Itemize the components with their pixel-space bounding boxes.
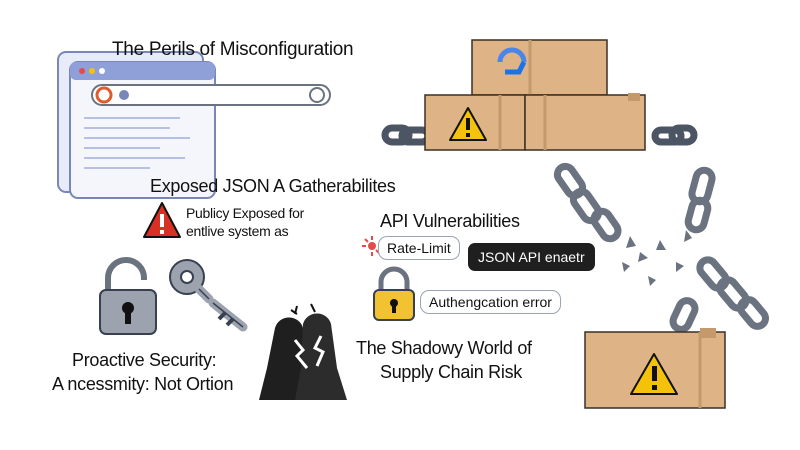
broken-key-icon (169, 259, 248, 332)
padlock-open-icon (99, 257, 157, 335)
warning-text-line1: Publicy Exposed for (186, 205, 305, 221)
exposed-json-heading: Exposed JSON A Gatherabilites (150, 176, 396, 196)
proactive-heading-line1: Proactive Security: (72, 350, 217, 370)
misconfig-heading: The Perils of Misconfiguration (112, 39, 354, 60)
alert-icon (143, 202, 181, 238)
shadowy-heading-line2: Supply Chain Risk (380, 362, 522, 382)
json-api-bubble: JSON API enaetr (468, 243, 595, 271)
warning-icon (449, 107, 487, 141)
rate-limit-bubble: Rate-Limit (378, 236, 460, 260)
proactive-heading-line2: A ncessmity: Not Ortion (52, 374, 234, 394)
warning-icon (630, 353, 678, 395)
api-vulnerabilities-heading: API Vulnerabilities (380, 211, 520, 231)
auth-error-bubble: Authengcation error (420, 290, 561, 314)
spark-icon (362, 236, 382, 256)
shadowy-heading-line1: The Shadowy World of (356, 338, 532, 358)
warning-text-line2: entlive system as (186, 223, 289, 239)
shadowy-figures-icon (259, 303, 347, 400)
padlock-closed-icon (373, 266, 415, 321)
